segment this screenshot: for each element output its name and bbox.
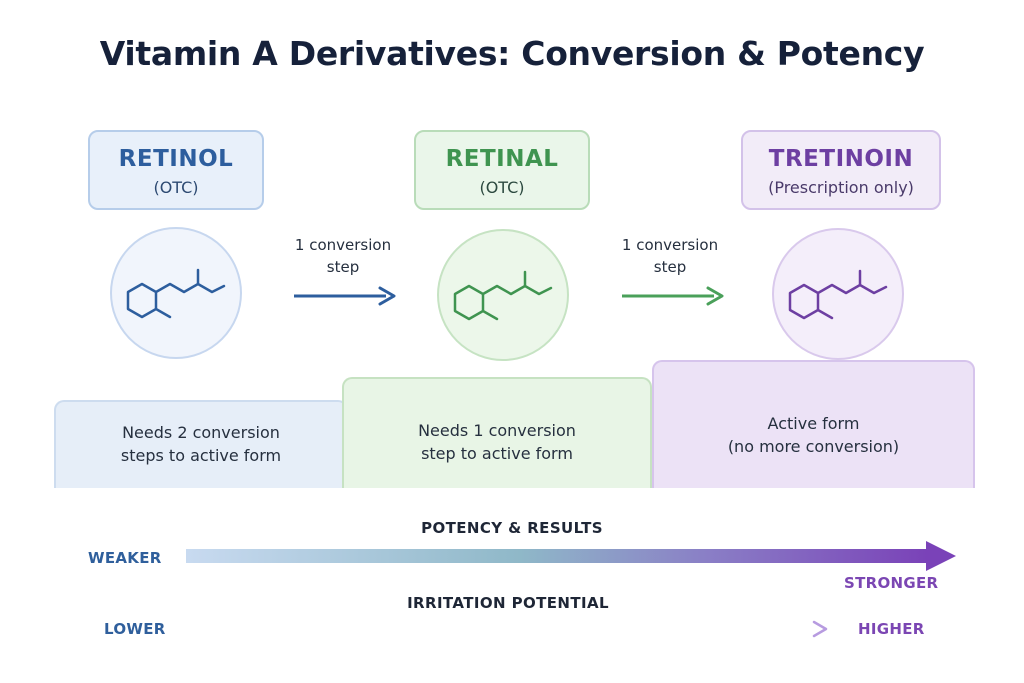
molecule-circle-retinal: [437, 229, 569, 361]
stage-description-line: steps to active form: [120, 446, 282, 465]
stage-platform-tretinoin: Active form (no more conversion): [652, 360, 975, 488]
stage-name: TRETINOIN: [768, 146, 914, 172]
stage-description-line: Active form: [767, 414, 860, 433]
stage-availability: (Prescription only): [768, 178, 914, 197]
conversion-step-line: step: [653, 258, 687, 276]
conversion-step-label: 1 conversion step: [600, 234, 740, 278]
conversion-step-line: 1 conversion: [294, 236, 392, 254]
stage-platform-retinol: Needs 2 conversion steps to active form: [54, 400, 348, 488]
arrow-right-icon: [294, 286, 396, 306]
potency-low-label: WEAKER: [88, 549, 162, 567]
stage-description-line: (no more conversion): [727, 437, 900, 456]
molecule-circle-retinol: [110, 227, 242, 359]
molecule-icon: [788, 269, 888, 320]
stage-name: RETINOL: [118, 146, 234, 172]
conversion-step-label: 1 conversion step: [273, 234, 413, 278]
stage-label-retinol: RETINOL (OTC): [88, 130, 264, 210]
conversion-step-line: step: [326, 258, 360, 276]
stage-name: RETINAL: [445, 146, 559, 172]
stage-label-tretinoin: TRETINOIN (Prescription only): [741, 130, 941, 210]
stage-description-line: Needs 2 conversion: [122, 423, 280, 442]
potency-scale-arrow: [186, 541, 956, 571]
irritation-scale-title: IRRITATION POTENTIAL: [407, 594, 609, 612]
molecule-icon: [453, 270, 553, 321]
page-title: Vitamin A Derivatives: Conversion & Pote…: [99, 34, 925, 73]
irritation-low-label: LOWER: [104, 620, 166, 638]
conversion-step-line: 1 conversion: [621, 236, 719, 254]
arrow-right-icon: [622, 286, 724, 306]
irritation-high-label: HIGHER: [858, 620, 925, 638]
potency-scale-title: POTENCY & RESULTS: [421, 519, 603, 537]
stage-description-line: step to active form: [421, 444, 573, 463]
molecule-circle-tretinoin: [772, 228, 904, 360]
potency-high-label: STRONGER: [844, 574, 939, 592]
stage-availability: (OTC): [153, 178, 199, 197]
stage-description-line: Needs 1 conversion: [418, 421, 576, 440]
stage-availability: (OTC): [479, 178, 525, 197]
stage-platform-retinal: Needs 1 conversion step to active form: [342, 377, 652, 488]
irritation-scale-arrow: [188, 620, 828, 638]
molecule-icon: [126, 268, 226, 319]
stage-label-retinal: RETINAL (OTC): [414, 130, 590, 210]
